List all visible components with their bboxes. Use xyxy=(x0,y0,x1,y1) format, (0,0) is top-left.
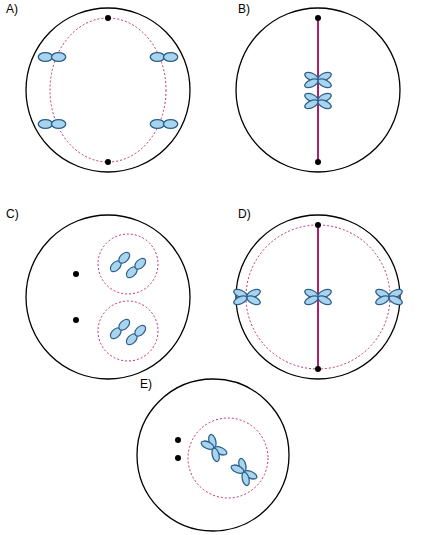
panel-letter: D) xyxy=(238,208,251,221)
cell-d xyxy=(232,215,403,379)
panel-letter: C) xyxy=(6,208,19,221)
cell-b xyxy=(236,8,400,172)
cell-a xyxy=(26,8,190,172)
panel-letter: A) xyxy=(6,3,18,16)
panel-letter: B) xyxy=(238,3,250,16)
cell-e xyxy=(137,379,289,531)
cell-c xyxy=(26,215,190,379)
panel-letter: E) xyxy=(140,378,152,391)
